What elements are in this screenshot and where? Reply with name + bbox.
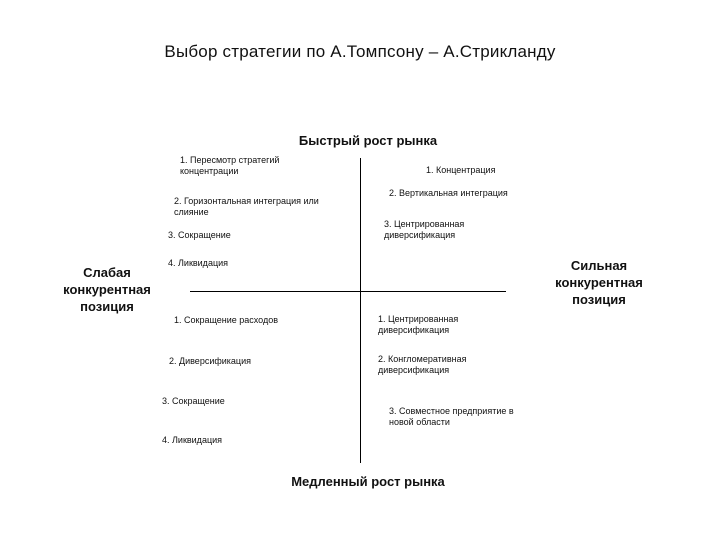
quadrant-bottom-left-item-3: 3. Сокращение (162, 396, 225, 406)
quadrant-top-left-item-4: 4. Ликвидация (168, 258, 228, 268)
slide-title: Выбор стратегии по А.Томпсону – А.Стрикл… (164, 42, 556, 61)
quadrant-top-left-item-1: 1. Пересмотр стратегий концентрации (180, 155, 280, 176)
axis-label-slow-growth: Медленный рост рынка (291, 474, 445, 489)
axis-label-weak-line-2: конкурентная (63, 282, 151, 297)
axis-label-strong-line-1: Сильная (570, 258, 628, 273)
quadrant-bottom-left-item-1: 1. Сокращение расходов (174, 315, 279, 325)
axis-label-fast-growth: Быстрый рост рынка (298, 133, 438, 148)
quadrant-top-right-item-2: 2. Вертикальная интеграция (389, 188, 508, 198)
axis-label-weak-position: Слабая конкурентная позиция (52, 264, 162, 315)
axis-label-strong-line-2: конкурентная (555, 275, 643, 290)
axis-label-weak-line-1: Слабая (83, 265, 131, 280)
vertical-axis-line (360, 158, 361, 463)
horizontal-axis-line (190, 291, 506, 292)
axis-label-weak-line-3: позиция (80, 299, 134, 314)
quadrant-bottom-left-item-4: 4. Ликвидация (162, 435, 222, 445)
quadrant-bottom-right-item-3: 3. Совместное предприятие в новой област… (389, 406, 514, 427)
quadrant-top-right-item-3: 3. Центрированная диверсификация (384, 219, 465, 240)
quadrant-top-left-item-3: 3. Сокращение (168, 230, 231, 240)
quadrant-bottom-right-item-2: 2. Конгломеративная диверсификация (378, 354, 467, 375)
axis-label-strong-position: Сильная конкурентная позиция (540, 257, 658, 308)
quadrant-top-right-item-1: 1. Концентрация (426, 165, 496, 175)
quadrant-bottom-left-item-2: 2. Диверсификация (169, 356, 251, 366)
axis-label-strong-line-3: позиция (572, 292, 626, 307)
quadrant-bottom-right-item-1: 1. Центрированная диверсификация (378, 314, 459, 335)
quadrant-top-left-item-2: 2. Горизонтальная интеграция или слияние (174, 196, 319, 217)
